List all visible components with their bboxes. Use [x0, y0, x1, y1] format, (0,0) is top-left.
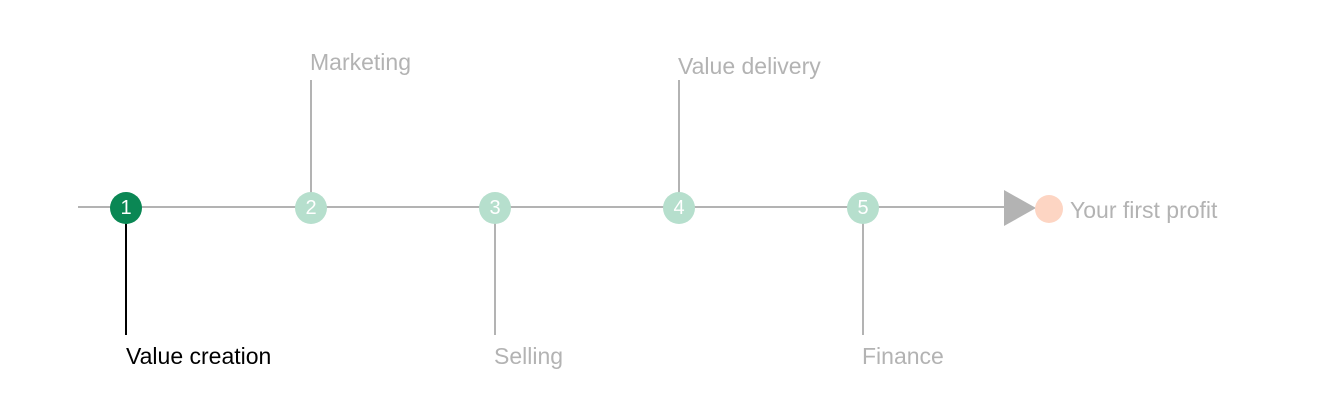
step-1-node — [110, 192, 142, 224]
step-2-number: 2 — [305, 197, 317, 219]
step-3-number: 3 — [489, 197, 501, 219]
step-5-node — [847, 192, 879, 224]
step-3-label: Selling — [494, 343, 564, 369]
goal-dot — [1035, 195, 1063, 223]
step-5-number: 5 — [857, 197, 869, 219]
step-3-node — [479, 192, 511, 224]
step-2-label: Marketing — [310, 49, 411, 75]
step-2-node — [295, 192, 327, 224]
step-4-number: 4 — [673, 197, 685, 219]
step-5-label: Finance — [862, 343, 944, 369]
step-1-number: 1 — [120, 197, 132, 219]
step-4-label: Value delivery — [678, 53, 821, 79]
arrow-head — [1004, 190, 1036, 226]
step-1-label: Value creation — [126, 343, 272, 369]
goal-label: Your first profit — [1070, 197, 1218, 223]
step-4-node — [663, 192, 695, 224]
